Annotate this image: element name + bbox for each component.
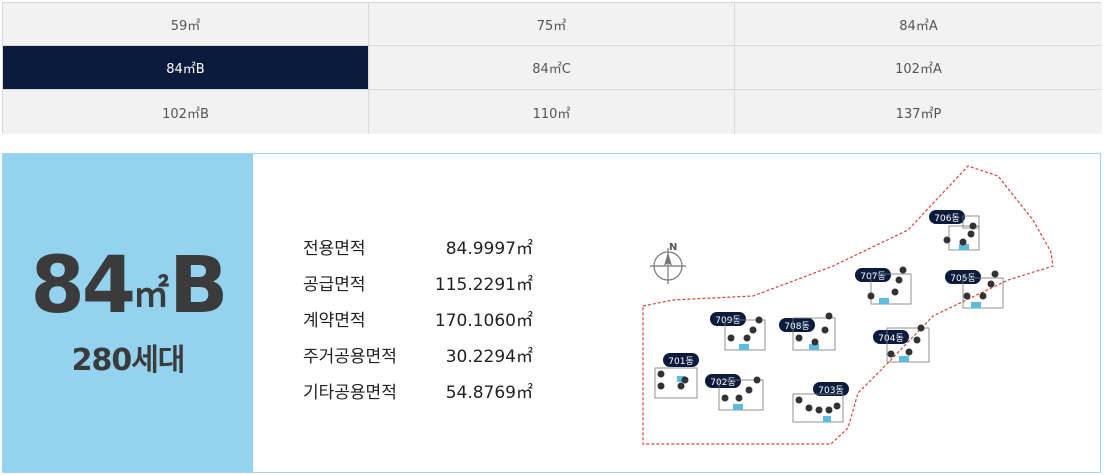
area-label: 전용면적 [303,238,366,259]
area-value: 115.2291㎡ [434,274,533,295]
tab-59[interactable]: 59㎡ [3,3,369,46]
area-label: 주거공용면적 [303,346,397,367]
area-table: 전용면적 84.9997㎡ 공급면적 115.2291㎡ 계약면적 170.10… [303,228,533,408]
tab-84b[interactable]: 84㎡B [3,46,369,90]
unit-type-title: 84㎡B [30,247,228,325]
unit-size: 84 [30,241,136,331]
area-row: 기타공용면적 54.8769㎡ [303,372,533,408]
area-label: 기타공용면적 [303,382,397,403]
unit-type-tabs: 59㎡ 75㎡ 84㎡A 84㎡B 84㎡C 102㎡A 102㎡B 110㎡ … [2,2,1102,134]
area-label: 공급면적 [303,274,366,295]
building-703: 703동 [792,382,849,423]
building-label: 702동 [710,377,735,388]
tab-84c[interactable]: 84㎡C [369,46,735,90]
area-value: 54.8769㎡ [445,382,533,403]
building-709: 709동 [710,312,766,351]
site-map: N 706동 707동 705동 [642,165,1054,445]
site-boundary [642,165,1054,445]
building-label: 709동 [715,315,740,326]
area-row: 공급면적 115.2291㎡ [303,264,533,300]
area-value: 170.1060㎡ [434,310,533,331]
building-label: 706동 [934,213,959,224]
area-value: 30.2294㎡ [445,346,533,367]
building-702: 702동 [705,374,764,411]
building-label: 707동 [860,271,885,282]
tab-110[interactable]: 110㎡ [369,90,735,134]
unit-suffix: B [169,241,228,331]
building-label: 708동 [784,321,809,332]
building-701: 701동 [654,353,699,399]
north-label: N [669,242,677,253]
unit-info-panel: 84㎡B 280세대 전용면적 84.9997㎡ 공급면적 115.2291㎡ … [2,153,1101,473]
area-label: 계약면적 [303,310,366,331]
building-label: 704동 [878,333,903,344]
area-row: 주거공용면적 30.2294㎡ [303,336,533,372]
tab-137p[interactable]: 137㎡P [735,90,1102,134]
tab-75[interactable]: 75㎡ [369,3,735,46]
building-707: 707동 [855,266,912,305]
building-704: 704동 [873,324,930,363]
unit-type-summary: 84㎡B 280세대 [3,154,253,472]
unit-symbol: ㎡ [133,274,170,315]
area-row: 계약면적 170.1060㎡ [303,300,533,336]
building-705: 705동 [945,270,1004,309]
north-compass-icon: N [650,242,686,284]
building-label: 703동 [818,385,843,396]
building-708: 708동 [779,312,836,351]
building-706: 706동 [929,210,980,251]
tab-102b[interactable]: 102㎡B [3,90,369,134]
area-value: 84.9997㎡ [445,238,533,259]
household-count: 280세대 [71,343,186,378]
building-label: 701동 [668,356,693,367]
tab-102a[interactable]: 102㎡A [735,46,1102,90]
area-row: 전용면적 84.9997㎡ [303,228,533,264]
tab-84a[interactable]: 84㎡A [735,3,1102,46]
